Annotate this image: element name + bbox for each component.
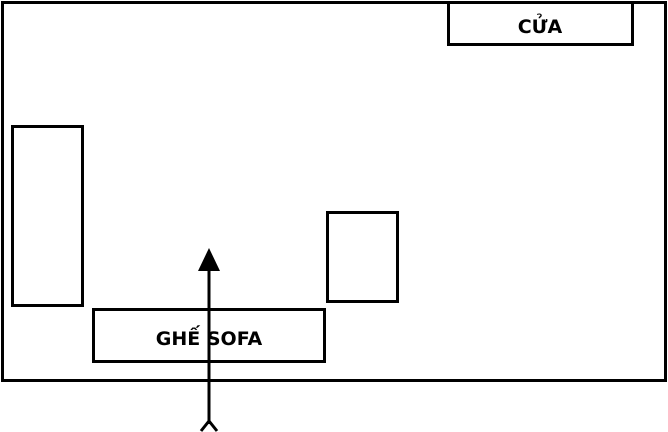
- door-box: [447, 1, 634, 46]
- middle-table-box: [326, 211, 399, 303]
- left-cabinet-box: [11, 125, 84, 307]
- direction-arrow-tail: [199, 418, 219, 432]
- direction-arrow-head: [198, 248, 220, 271]
- door-label: CỬA: [518, 13, 563, 38]
- room-outline: [1, 1, 667, 382]
